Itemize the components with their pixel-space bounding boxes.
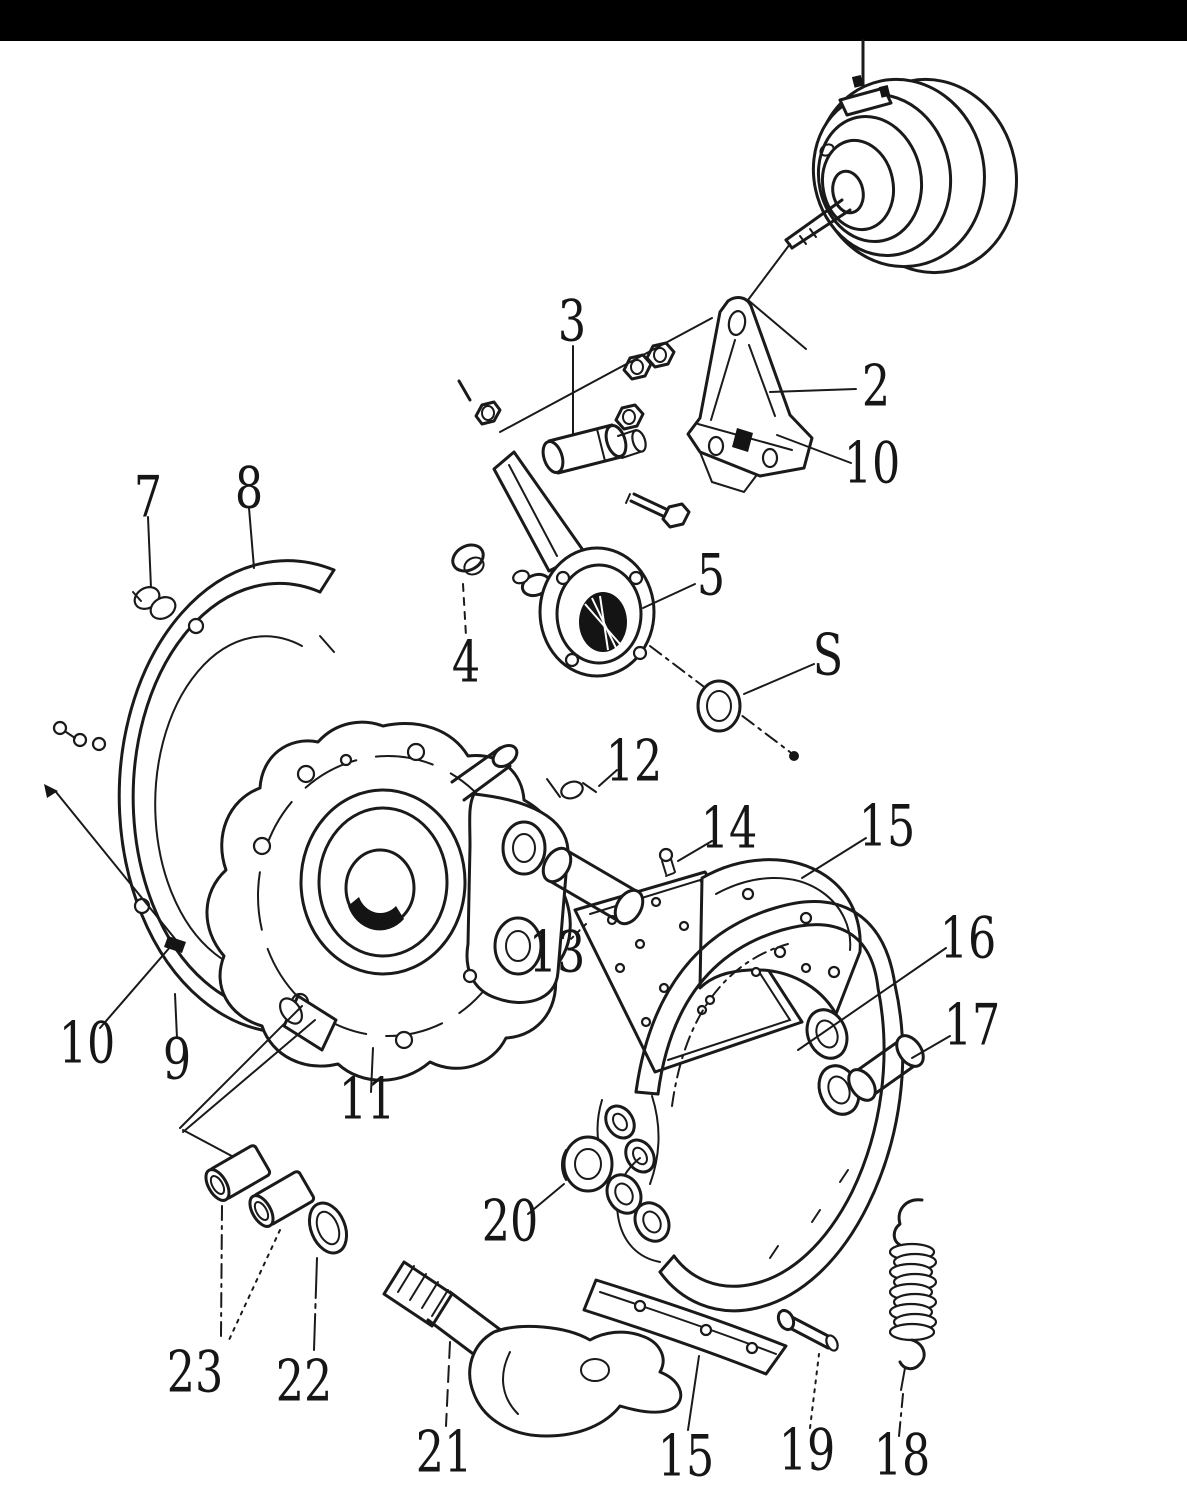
part-callout-10: 10 xyxy=(58,1010,116,1077)
part-callout-10: 10 xyxy=(843,430,901,497)
part-callout-17: 17 xyxy=(943,992,1001,1059)
part-callout-19: 19 xyxy=(778,1417,836,1484)
camshaft xyxy=(382,1260,683,1438)
camshaft-bushings xyxy=(204,1144,316,1341)
seal-washer xyxy=(649,645,815,761)
return-spring xyxy=(888,1198,938,1437)
clevis-part-3 xyxy=(457,345,647,475)
part-callout-7: 7 xyxy=(133,464,163,531)
part-callout-18: 18 xyxy=(873,1422,931,1489)
part-callout-20: 20 xyxy=(481,1188,539,1255)
part-callout-13: 13 xyxy=(528,919,586,986)
part-callout-16: 16 xyxy=(939,905,997,972)
part-callout-15: 15 xyxy=(858,793,916,860)
cam-roller-bearing xyxy=(527,1135,614,1215)
part-callout-3: 3 xyxy=(557,288,587,355)
shoe-pin xyxy=(776,1308,839,1429)
part-callout-4: 4 xyxy=(451,629,481,696)
shoe-roller xyxy=(847,1034,951,1102)
mounting-bracket xyxy=(499,296,857,529)
part-callout-15: 15 xyxy=(657,1423,715,1490)
part-callout-S: S xyxy=(812,622,844,689)
cap-part-4 xyxy=(451,543,485,637)
part-callout-22: 22 xyxy=(275,1348,333,1415)
part-callout-2: 2 xyxy=(861,353,891,420)
dust-shield xyxy=(44,559,358,1035)
slack-adjuster xyxy=(492,450,696,678)
retainer-clip-12 xyxy=(546,769,618,800)
part-callout-12: 12 xyxy=(605,728,663,795)
part-callout-21: 21 xyxy=(415,1419,473,1486)
part-callout-8: 8 xyxy=(234,455,264,522)
part-callout-23: 23 xyxy=(166,1339,224,1406)
anchor-pin-13 xyxy=(541,846,645,941)
brake-spider xyxy=(179,720,572,1163)
part-callout-9: 9 xyxy=(162,1026,192,1093)
part-callout-14: 14 xyxy=(700,795,758,862)
retainer-clip-7 xyxy=(132,586,177,620)
air-chamber xyxy=(746,39,1019,350)
camshaft-washer xyxy=(307,1201,349,1351)
leader-lines-right xyxy=(797,837,947,1051)
top-letterbox-bar xyxy=(0,0,1187,41)
part-callout-11: 11 xyxy=(338,1066,396,1133)
leader-lines-left xyxy=(99,507,255,1039)
part-callout-5: 5 xyxy=(696,542,726,609)
pin-14 xyxy=(658,840,713,877)
